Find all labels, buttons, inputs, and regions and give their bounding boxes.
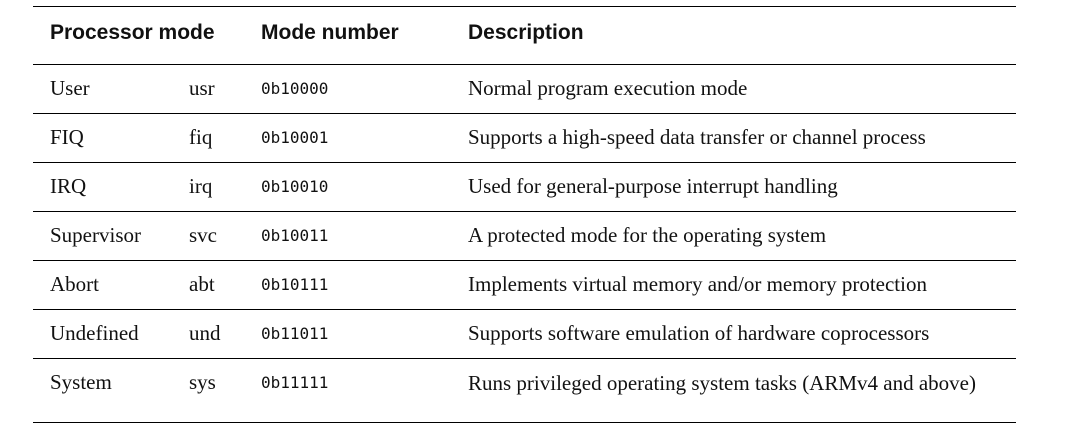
mode-name: FIQ xyxy=(50,125,84,149)
mode-name: User xyxy=(50,76,90,100)
table-rule xyxy=(33,162,1016,163)
table-row: FIQ fiq 0b10001 Supports a high-speed da… xyxy=(33,114,1016,162)
mode-abbreviation: und xyxy=(189,321,221,345)
table-bottom-rule xyxy=(33,422,1016,423)
mode-number: 0b10001 xyxy=(261,128,329,147)
mode-description: Implements virtual memory and/or memory … xyxy=(468,272,927,296)
mode-number: 0b10111 xyxy=(261,275,329,294)
table-row: User usr 0b10000 Normal program executio… xyxy=(33,65,1016,113)
table-row: Abort abt 0b10111 Implements virtual mem… xyxy=(33,261,1016,309)
processor-mode-table: Processor mode Mode number Description U… xyxy=(33,6,1016,423)
table-rule xyxy=(33,260,1016,261)
table-header-row: Processor mode Mode number Description xyxy=(33,7,1016,64)
table-row: System sys 0b11111 Runs privileged opera… xyxy=(33,359,1016,422)
mode-description: Used for general-purpose interrupt handl… xyxy=(468,174,838,198)
mode-abbreviation: svc xyxy=(189,223,217,247)
table-rule xyxy=(33,64,1016,65)
header-mode-number: Mode number xyxy=(261,21,399,44)
table-rule xyxy=(33,358,1016,359)
mode-name: System xyxy=(50,370,112,394)
mode-description: Supports software emulation of hardware … xyxy=(468,321,930,345)
mode-number: 0b11111 xyxy=(261,373,329,392)
mode-description: A protected mode for the operating syste… xyxy=(468,223,827,247)
mode-number: 0b10010 xyxy=(261,177,329,196)
mode-name: Supervisor xyxy=(50,223,141,247)
mode-description: Normal program execution mode xyxy=(468,76,748,100)
table-row: IRQ irq 0b10010 Used for general-purpose… xyxy=(33,163,1016,211)
header-description: Description xyxy=(468,21,584,44)
mode-abbreviation: fiq xyxy=(189,125,213,149)
table-row: Undefined und 0b11011 Supports software … xyxy=(33,310,1016,358)
table-rule xyxy=(33,309,1016,310)
table-top-rule xyxy=(33,6,1016,7)
mode-abbreviation: usr xyxy=(189,76,215,100)
table-rule xyxy=(33,211,1016,212)
mode-abbreviation: irq xyxy=(189,174,213,198)
header-processor-mode: Processor mode xyxy=(50,21,215,44)
mode-abbreviation: abt xyxy=(189,272,215,296)
mode-number: 0b11011 xyxy=(261,324,329,343)
mode-name: Undefined xyxy=(50,321,139,345)
table-rule xyxy=(33,113,1016,114)
mode-description: Runs privileged operating system tasks (… xyxy=(468,371,976,395)
mode-number: 0b10000 xyxy=(261,79,329,98)
mode-abbreviation: sys xyxy=(189,370,216,394)
mode-description: Supports a high-speed data transfer or c… xyxy=(468,125,926,149)
mode-name: IRQ xyxy=(50,174,87,198)
mode-number: 0b10011 xyxy=(261,226,329,245)
table-row: Supervisor svc 0b10011 A protected mode … xyxy=(33,212,1016,260)
mode-name: Abort xyxy=(50,272,99,296)
